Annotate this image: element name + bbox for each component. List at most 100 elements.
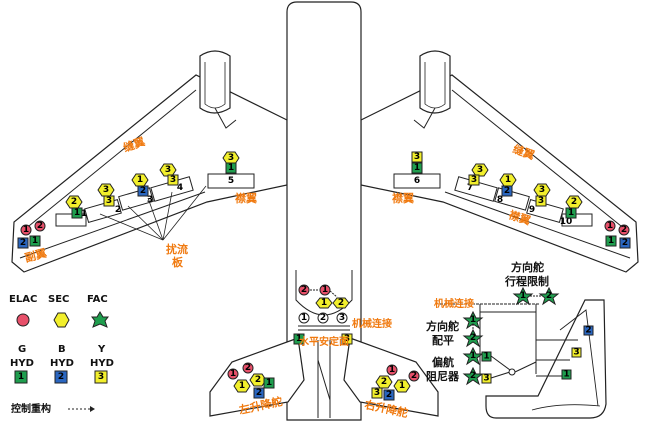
left-wing-slat-line bbox=[23, 89, 197, 231]
legend-sec-icon bbox=[53, 312, 70, 328]
label-spoiler-1: 扰流 bbox=[166, 242, 188, 256]
svg-text:3: 3 bbox=[344, 334, 350, 344]
stab-code-2: 2 bbox=[320, 313, 326, 323]
legend-elac-label: ELAC bbox=[9, 294, 37, 305]
legend-g-label: G bbox=[18, 344, 26, 355]
legend-y-num: 3 bbox=[98, 372, 104, 382]
legend-g-icon bbox=[14, 370, 28, 384]
svg-text:2: 2 bbox=[386, 390, 392, 400]
vertical-tail bbox=[485, 299, 607, 419]
svg-text:3: 3 bbox=[471, 175, 477, 185]
right-wing-slat-line bbox=[451, 89, 627, 231]
svg-text:1: 1 bbox=[228, 163, 234, 173]
label-flap-right-inner: 襟翼 bbox=[507, 208, 532, 228]
svg-text:3: 3 bbox=[573, 348, 579, 358]
label-rudder-limit-2: 行程限制 bbox=[504, 274, 549, 288]
label-rudder-limit-1: 方向舵 bbox=[511, 260, 544, 274]
legend-reconfig-label: 控制重构 bbox=[11, 402, 51, 415]
svg-text:1: 1 bbox=[470, 351, 476, 361]
spoiler-pointer-lines bbox=[99, 185, 207, 241]
spoiler-num-6: 6 bbox=[414, 176, 420, 186]
svg-text:1: 1 bbox=[230, 369, 236, 379]
legend-y-label: Y bbox=[97, 344, 106, 355]
spoiler-num-10: 10 bbox=[560, 217, 573, 227]
tail-vertical-split bbox=[317, 340, 331, 418]
legend-sec-label: SEC bbox=[48, 294, 69, 305]
label-yaw-damper-1: 偏航 bbox=[432, 355, 454, 369]
stab-code-1: 1 bbox=[301, 313, 307, 323]
svg-text:3: 3 bbox=[539, 185, 545, 195]
legend-b-icon bbox=[54, 370, 68, 384]
svg-text:1: 1 bbox=[563, 370, 569, 380]
label-flap-right: 襟翼 bbox=[392, 191, 414, 205]
label-flap-left: 襟翼 bbox=[235, 191, 257, 205]
svg-text:2: 2 bbox=[585, 326, 591, 336]
svg-text:2: 2 bbox=[71, 197, 77, 207]
svg-text:2: 2 bbox=[256, 388, 262, 398]
legend-fac-icon bbox=[91, 311, 109, 328]
spoiler-num-1: 1 bbox=[81, 209, 87, 219]
svg-text:1: 1 bbox=[608, 236, 614, 246]
legend-b-label: B bbox=[58, 344, 66, 355]
svg-text:3: 3 bbox=[538, 196, 544, 206]
svg-text:3: 3 bbox=[103, 185, 109, 195]
svg-text:3: 3 bbox=[414, 152, 420, 162]
svg-text:1: 1 bbox=[414, 163, 420, 173]
spoiler-num-3: 3 bbox=[147, 195, 153, 205]
svg-text:1: 1 bbox=[505, 175, 511, 185]
spoiler-num-2: 2 bbox=[115, 205, 121, 215]
spoiler-numbers: 1 2 3 4 5 6 7 8 9 10 bbox=[81, 176, 572, 227]
svg-text:2: 2 bbox=[140, 186, 146, 196]
svg-text:3: 3 bbox=[228, 153, 234, 163]
label-rudder-trim-1: 方向舵 bbox=[426, 319, 459, 333]
legend-g-hyd: HYD bbox=[10, 358, 34, 369]
svg-text:2: 2 bbox=[37, 221, 43, 231]
legend-b-num: 2 bbox=[58, 372, 64, 382]
right-horizontal-stabilizer bbox=[343, 337, 439, 417]
svg-text:2: 2 bbox=[546, 291, 552, 301]
svg-text:3: 3 bbox=[106, 196, 112, 206]
spoiler-num-7: 7 bbox=[467, 183, 473, 193]
legend-elac-icon bbox=[16, 313, 30, 327]
label-spoiler-2: 板 bbox=[172, 255, 184, 269]
svg-text:2: 2 bbox=[621, 225, 627, 235]
svg-text:1: 1 bbox=[32, 236, 38, 246]
legend-b-hyd: HYD bbox=[50, 358, 74, 369]
label-yaw-damper-2: 阻尼器 bbox=[426, 369, 460, 383]
svg-text:3: 3 bbox=[483, 374, 489, 384]
svg-text:2: 2 bbox=[571, 197, 577, 207]
label-mech-link-stab: 机械连接 bbox=[352, 317, 392, 330]
stab-code-3: 3 bbox=[339, 313, 345, 323]
svg-text:3: 3 bbox=[165, 165, 171, 175]
svg-text:1: 1 bbox=[389, 365, 395, 375]
svg-text:1: 1 bbox=[607, 221, 613, 231]
svg-text:1: 1 bbox=[321, 298, 327, 308]
svg-text:1: 1 bbox=[137, 175, 143, 185]
svg-text:1: 1 bbox=[399, 381, 405, 391]
spoiler-num-4: 4 bbox=[177, 183, 183, 193]
rudder-schematic: 1 2 1 2 1 2 1 3 2 3 1 bbox=[440, 286, 594, 386]
svg-text:1: 1 bbox=[74, 208, 80, 218]
stabilizer-markers: 2 1 1 2 1 2 3 1 3 bbox=[293, 284, 353, 345]
left-wing-markers: 1 2 2 1 2 1 3 3 1 2 3 3 3 1 bbox=[17, 151, 240, 249]
label-mech-link-rudder: 机械连接 bbox=[434, 297, 474, 310]
svg-text:1: 1 bbox=[296, 334, 302, 344]
svg-text:2: 2 bbox=[20, 238, 26, 248]
right-wing-te-line bbox=[444, 191, 631, 259]
left-elevator-markers: 1 2 1 2 2 1 bbox=[227, 362, 275, 399]
svg-text:1: 1 bbox=[520, 291, 526, 301]
legend-y-icon bbox=[94, 370, 108, 384]
svg-text:1: 1 bbox=[239, 381, 245, 391]
label-aileron: 副翼 bbox=[23, 246, 48, 265]
svg-text:2: 2 bbox=[338, 298, 344, 308]
svg-text:1: 1 bbox=[483, 352, 489, 362]
label-rudder-trim-2: 配平 bbox=[432, 333, 454, 347]
svg-text:3: 3 bbox=[374, 388, 380, 398]
svg-text:2: 2 bbox=[301, 285, 307, 295]
legend: ELAC SEC FAC G HYD B HYD Y HYD 1 2 3 控制重… bbox=[9, 294, 114, 415]
svg-text:2: 2 bbox=[622, 238, 628, 248]
svg-text:1: 1 bbox=[470, 315, 476, 325]
svg-text:2: 2 bbox=[255, 375, 261, 385]
legend-y-hyd: HYD bbox=[90, 358, 114, 369]
